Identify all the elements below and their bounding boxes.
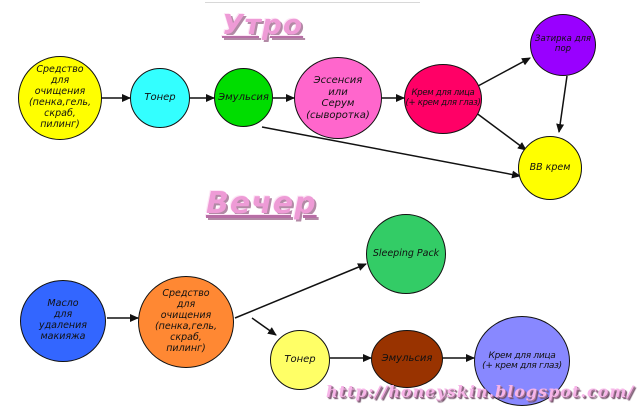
arrow-cream-to-bb [474,111,527,151]
arrow-cream-to-pore-filler [477,57,531,87]
node-emulsion-evening: Эмульсия [371,330,443,388]
node-cleanser-morning: Средство для очищения (пенка,гель, скраб… [18,56,102,140]
node-emulsion-morning: Эмульсия [214,68,273,127]
arrow-pore-filler-to-bb [556,75,568,133]
node-bb-cream: BB крем [518,136,582,200]
node-pore-filler: Затирка для пор [530,14,596,76]
blog-watermark: http://honeyskin.blogspot.com/ [326,382,635,401]
heading-evening: Вечер [206,186,317,221]
node-toner-morning: Тонер [130,68,190,128]
arrow-cleanser-to-sleeping-pack [234,263,367,319]
arrow-emulsion-to-bb [261,126,521,179]
node-toner-evening: Тонер [270,330,330,390]
node-face-cream-evening: Крем для лица (+ крем для глаз) [474,316,570,406]
heading-morning: Утро [222,8,304,41]
node-cleanser-evening: Средство для очищения (пенка,гель, скраб… [138,276,234,368]
node-oil: Масло для удаления макияжа [20,280,106,362]
node-essence: Эссенсия или Серум (сыворотка) [294,57,382,139]
node-sleeping-pack: Sleeping Pack [366,214,446,294]
node-face-cream-morning: Крем для лица (+ крем для глаз) [404,64,482,134]
arrow-cleanser-to-toner [251,317,277,336]
top-divider-line [205,2,420,3]
